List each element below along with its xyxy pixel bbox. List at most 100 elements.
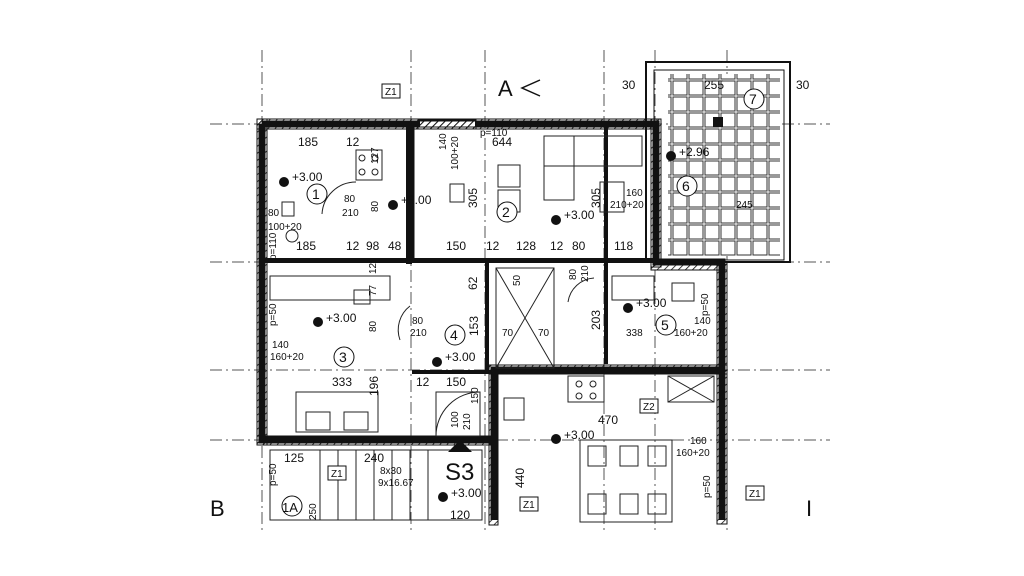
dim-mid-185: 185 (296, 239, 316, 253)
dim-9x16: 9x16.67 (378, 478, 414, 489)
dim-top-127: 127 (370, 147, 381, 164)
room-number-2: 2 (502, 204, 510, 220)
dim-top-p110: p=110 (480, 128, 508, 139)
dim-153: 153 (467, 316, 481, 336)
dim-70a: 70 (502, 328, 514, 339)
room-number-5: 5 (661, 317, 669, 333)
dim-mid-150: 150 (446, 239, 466, 253)
dim-120: 120 (450, 508, 470, 522)
dim-305a: 305 (466, 188, 480, 208)
dim-top-140: 140 (438, 133, 449, 150)
room-number-4: 4 (450, 327, 458, 343)
dim-p110-left: p=110 (268, 232, 279, 260)
dim-top-100-20: 100+20 (450, 136, 461, 170)
level-dining: +3.00 (564, 428, 595, 442)
section-a-label: A (498, 76, 513, 101)
room-number-1: 1 (312, 186, 320, 202)
dim-window-160: 160 (626, 188, 643, 199)
dim-80-left: 80 (268, 208, 280, 219)
dim-window-b-140: 140 (272, 340, 289, 351)
dim-50: 50 (512, 274, 523, 286)
dim-window-b-160-20: 160+20 (270, 352, 304, 363)
dim-62: 62 (466, 276, 480, 290)
axis-i-label: I (806, 496, 812, 521)
walls (256, 118, 728, 526)
tag-z1-right: Z1 (749, 489, 761, 500)
dim-top-644: 644 (492, 135, 512, 149)
room-numbers: 1 2 3 4 5 6 7 1A (281, 88, 765, 517)
dim-77: 77 (368, 284, 379, 296)
dim-top-185: 185 (298, 135, 318, 149)
tag-z1-stair: Z1 (331, 469, 343, 480)
dim-p50-left: p=50 (268, 303, 279, 326)
dim-333: 333 (332, 375, 352, 389)
dim-mid-128: 128 (516, 239, 536, 253)
dim-338: 338 (626, 328, 643, 339)
stair-s3-label: S3 (445, 459, 474, 486)
dim-210d: 210 (462, 413, 473, 430)
axis-b-label: B (210, 496, 225, 521)
dim-mid-80: 80 (572, 239, 586, 253)
dim-p50-right: p=50 (700, 293, 711, 316)
dim-top-255: 255 (704, 78, 724, 92)
dim-305b: 305 (589, 188, 603, 208)
dim-door2-210: 210 (580, 265, 591, 282)
dim-470: 470 (598, 413, 618, 427)
dim-mid-118: 118 (614, 239, 633, 253)
dim-240: 240 (364, 451, 384, 465)
dim-door1-210: 210 (342, 208, 359, 219)
level-room-2: +3.00 (564, 208, 595, 222)
dim-70b: 70 (538, 328, 550, 339)
dim-mid-12b: 12 (486, 239, 500, 253)
dimension-labels: 185 12 127 140 100+20 p=110 644 30 255 3… (268, 78, 810, 522)
dim-door3-210: 210 (410, 328, 427, 339)
dim-top-12: 12 (346, 135, 360, 149)
dim-12-vertical: 12 (368, 262, 379, 274)
terrace (645, 61, 791, 263)
dim-window-d-160: 160 (690, 436, 707, 447)
level-room-3: +3.00 (326, 311, 357, 325)
dim-top-30b: 30 (796, 78, 810, 92)
dim-door1-80: 80 (344, 194, 356, 205)
level-room-5: +3.00 (636, 296, 667, 310)
dim-top-30a: 30 (622, 78, 636, 92)
dim-door2-80: 80 (568, 268, 579, 280)
level-hall: +3.00 (401, 193, 432, 207)
dim-window-r-140: 140 (694, 316, 711, 327)
dim-150-wall: 150 (446, 375, 466, 389)
dim-100: 100 (450, 411, 461, 428)
dim-245: 245 (736, 200, 753, 211)
stair-1a-label: 1A (282, 500, 298, 515)
tags: Z1 Z1 Z1 Z1 Z2 (327, 83, 765, 512)
dim-440: 440 (513, 468, 527, 488)
dim-203: 203 (589, 310, 603, 330)
dim-mid-12: 12 (346, 239, 360, 253)
dim-250: 250 (308, 503, 319, 520)
dim-12-wall: 12 (416, 375, 430, 389)
room-number-3: 3 (339, 349, 347, 365)
dim-8x30: 8x30 (380, 466, 402, 477)
dim-80c: 80 (368, 320, 379, 332)
dim-mid-12c: 12 (550, 239, 564, 253)
dim-mid-98: 98 (366, 239, 380, 253)
section-marker-a: A (498, 76, 541, 101)
room-number-7: 7 (749, 91, 757, 107)
dim-80-vertical: 80 (370, 200, 381, 212)
dim-door3-80: 80 (412, 316, 424, 327)
dim-window-r-160-20: 160+20 (674, 328, 708, 339)
dim-window-d-160-20: 160+20 (676, 448, 710, 459)
dim-p50-dining: p=50 (702, 475, 713, 498)
dim-p50-stair: p=50 (268, 463, 279, 486)
dim-196: 196 (367, 376, 381, 396)
dim-150-vertical: 150 (470, 387, 481, 404)
dim-window-210-20: 210+20 (610, 200, 644, 211)
dim-mid-48: 48 (388, 239, 402, 253)
level-room-4: +3.00 (445, 350, 476, 364)
dim-125: 125 (284, 451, 304, 465)
axis-labels: S3 B I (210, 440, 812, 521)
level-room-6: +2.96 (679, 145, 710, 159)
tag-z2: Z2 (643, 402, 655, 413)
level-stair: +3.00 (451, 486, 482, 500)
fixtures (269, 135, 715, 523)
